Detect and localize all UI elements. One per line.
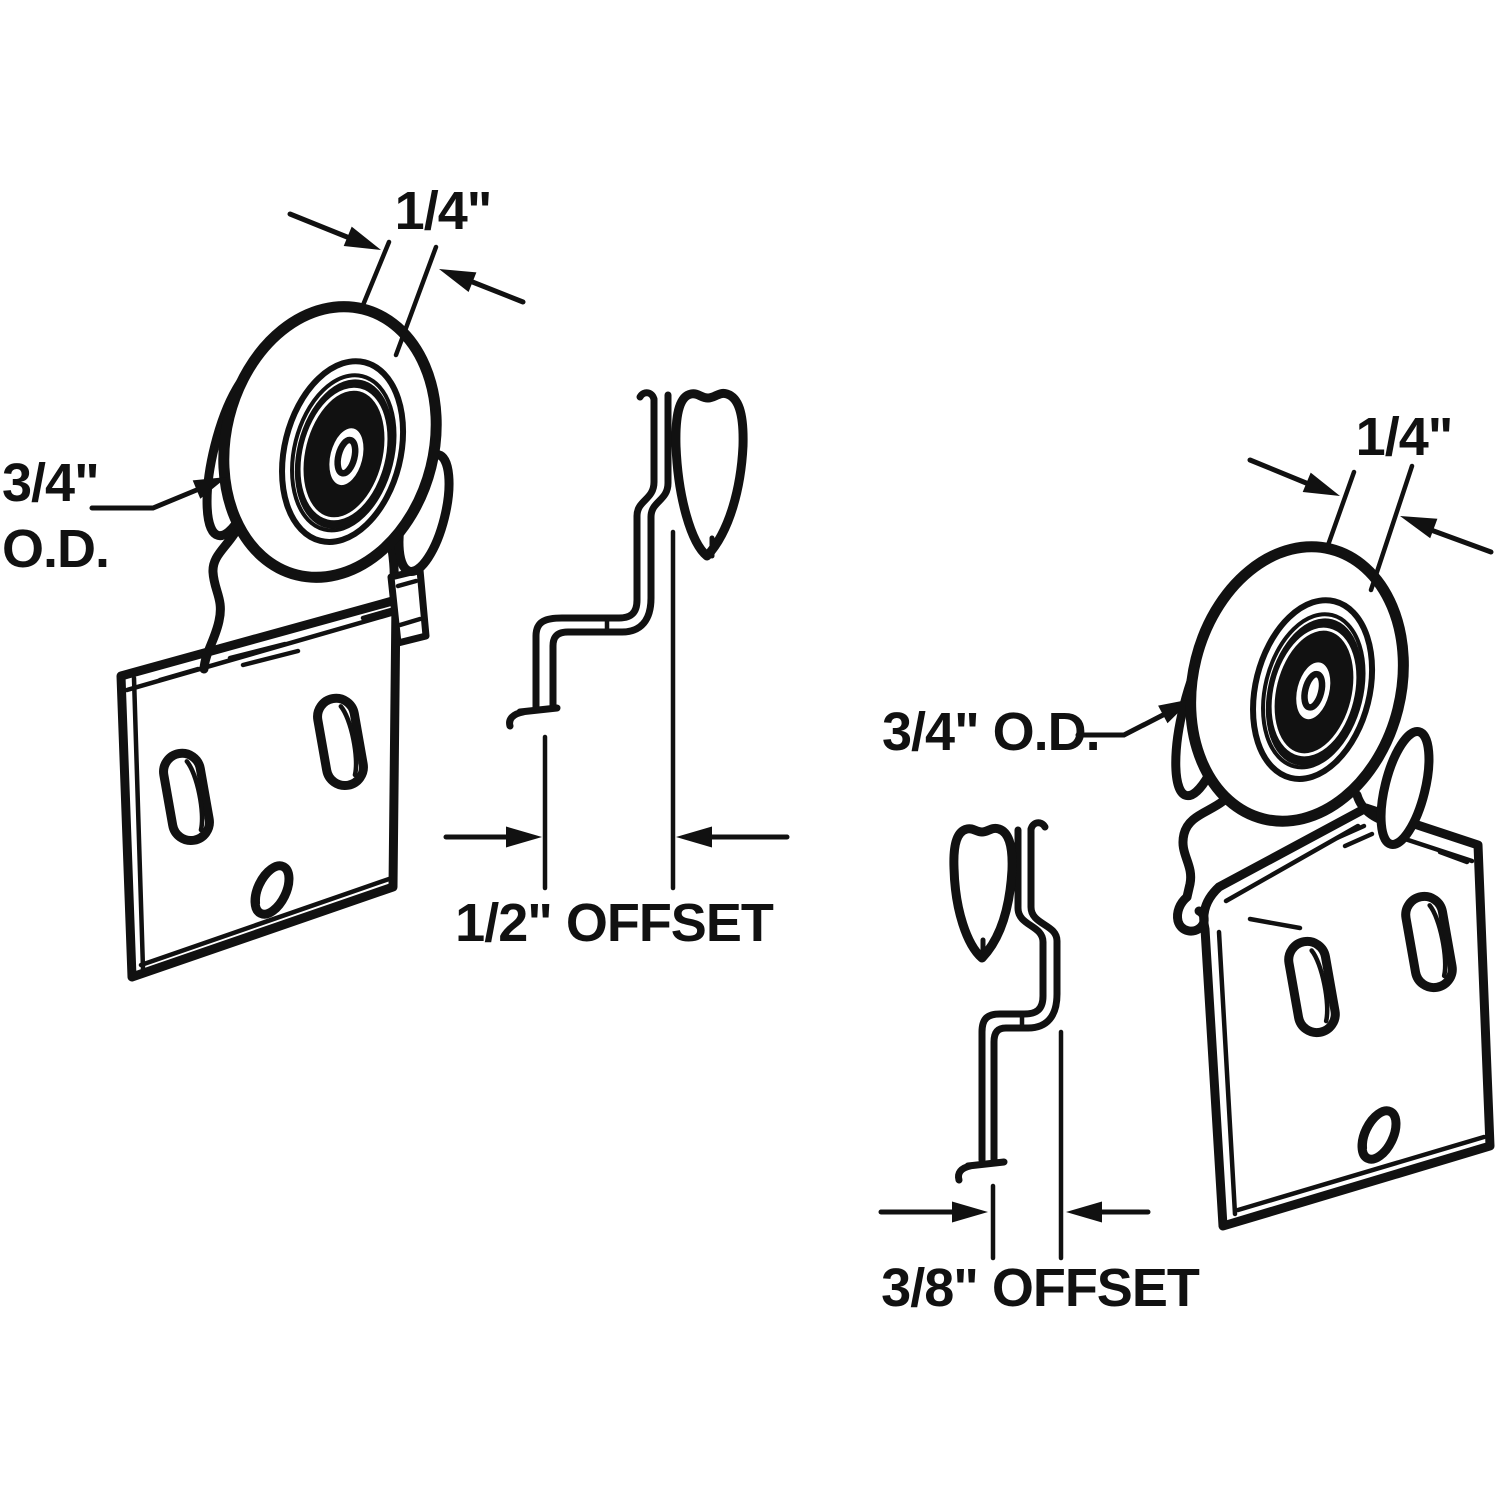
left-plate-slot-upper bbox=[313, 693, 368, 791]
right-profile-roller-edge bbox=[949, 823, 1017, 963]
left-wheel-width-label: 1/4" bbox=[395, 181, 492, 241]
half-inch-offset-profile: 1/2" OFFSET bbox=[443, 388, 790, 953]
arrowhead-icon bbox=[952, 1201, 988, 1223]
left-mounting-plate bbox=[116, 595, 401, 982]
three-eighths-offset-label: 3/8" OFFSET bbox=[881, 1258, 1200, 1318]
arrowhead-icon bbox=[439, 269, 477, 292]
arrowhead-icon bbox=[343, 226, 381, 250]
right-plate-round-hole bbox=[1357, 1106, 1401, 1164]
left-roller-wheel bbox=[218, 301, 442, 583]
left-od-label-line1: 3/4" bbox=[2, 453, 99, 513]
left-quarter-inch-dimension: 1/4" bbox=[287, 181, 526, 358]
half-inch-offset-label: 1/2" OFFSET bbox=[455, 893, 774, 953]
right-plate-slot-lower bbox=[1284, 936, 1340, 1038]
right-roller-wheel bbox=[1185, 541, 1409, 827]
left-od-label-line2: O.D. bbox=[2, 519, 109, 579]
arrowhead-icon bbox=[192, 477, 227, 499]
arrowhead-icon bbox=[676, 826, 712, 848]
arrowhead-icon bbox=[1302, 472, 1340, 496]
arrowhead-icon bbox=[506, 826, 542, 848]
right-strap-crescent-right bbox=[1376, 727, 1434, 849]
half-inch-offset-dimension: 1/2" OFFSET bbox=[443, 529, 790, 953]
right-mounting-plate bbox=[1199, 803, 1495, 1231]
arrowhead-icon bbox=[1066, 1201, 1102, 1223]
right-quarter-inch-dimension: 1/4" bbox=[1247, 407, 1494, 593]
left-roller-front-view: 1/4" 3/4" O.D. bbox=[2, 181, 526, 982]
arrowhead-icon bbox=[1158, 699, 1192, 724]
left-outer-diameter-dimension: 3/4" O.D. bbox=[2, 453, 227, 579]
arrowhead-icon bbox=[1400, 516, 1438, 539]
right-outer-diameter-dimension: 3/4" O.D. bbox=[882, 699, 1192, 762]
left-plate-slot-lower bbox=[159, 748, 214, 846]
three-eighths-offset-dimension: 3/8" OFFSET bbox=[878, 1029, 1201, 1318]
left-plate-round-hole bbox=[250, 861, 294, 919]
left-profile-roller-edge bbox=[671, 388, 748, 561]
right-plate-slot-upper bbox=[1401, 891, 1457, 993]
three-eighths-offset-profile: 3/8" OFFSET bbox=[878, 819, 1201, 1318]
right-od-label: 3/4" O.D. bbox=[882, 702, 1100, 762]
right-wheel-width-label: 1/4" bbox=[1356, 407, 1453, 467]
right-roller-front-view: 1/4" 3/4" O.D. bbox=[882, 407, 1495, 1231]
